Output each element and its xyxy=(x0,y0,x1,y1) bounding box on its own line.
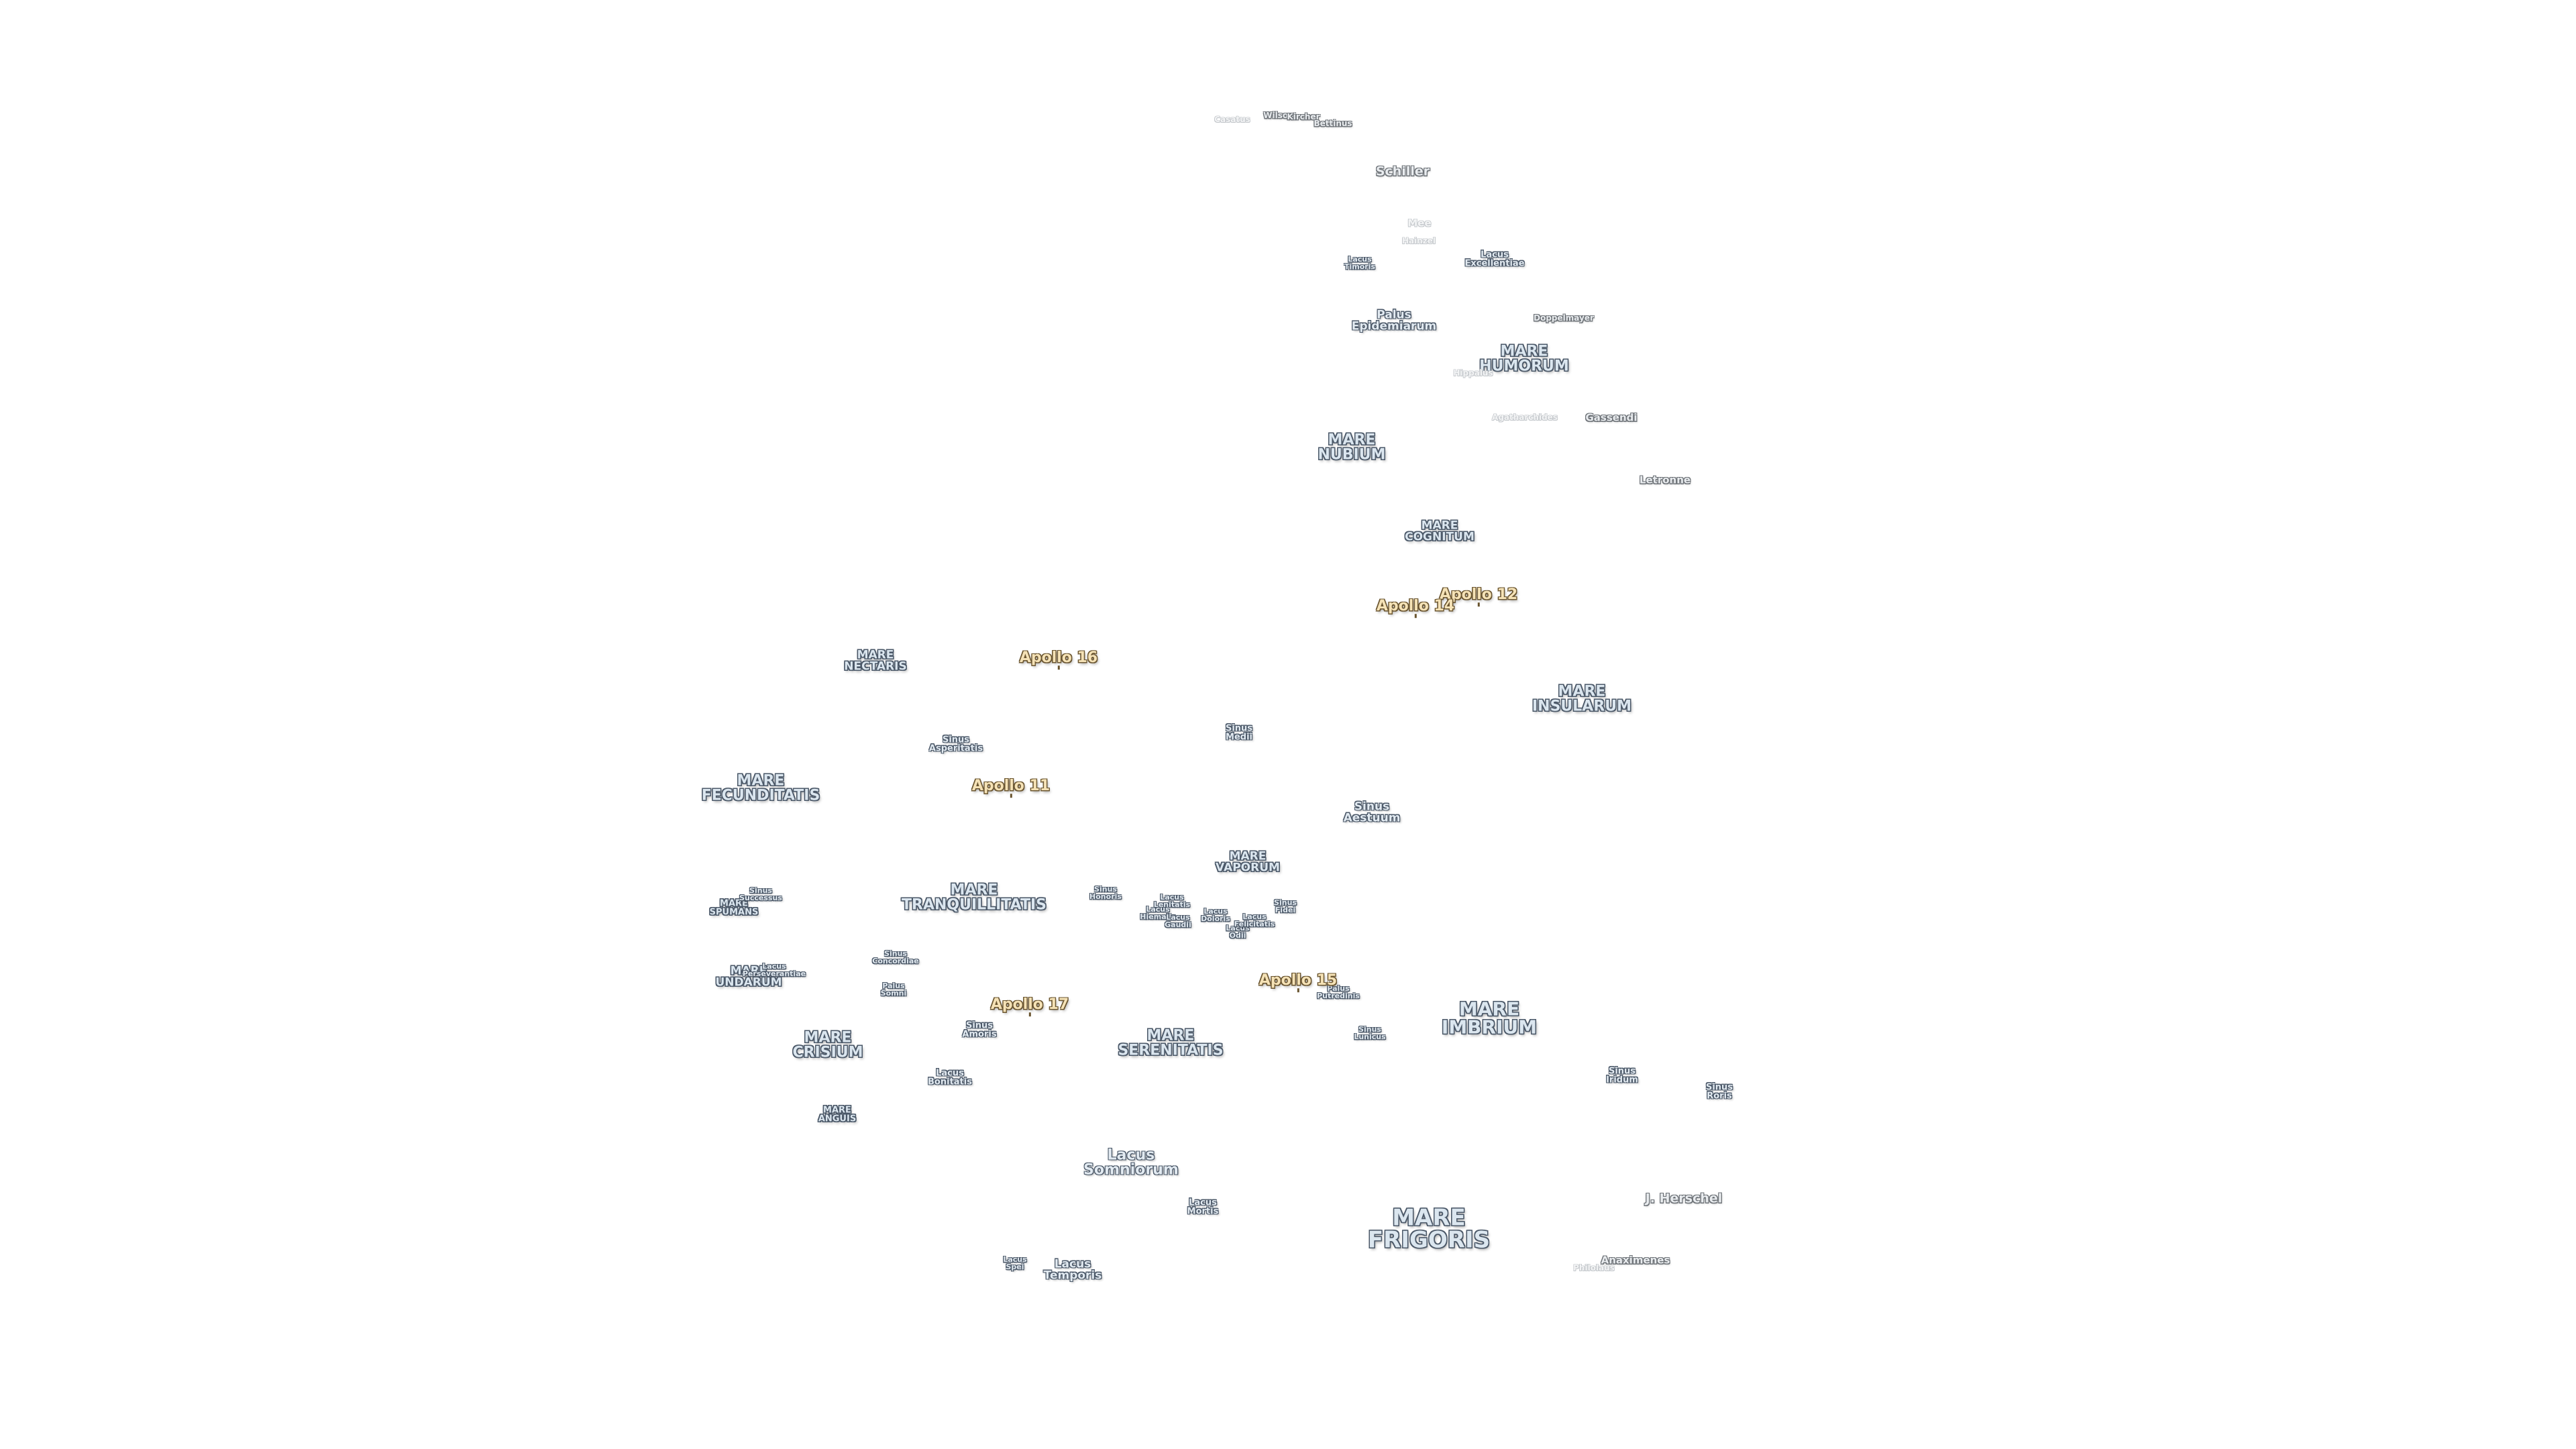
letronne-crater-label[interactable]: Letronne xyxy=(1639,474,1691,486)
apollo-12-site-label[interactable]: Apollo 12 xyxy=(1439,586,1518,606)
schiller-crater-label[interactable]: Schiller xyxy=(1375,164,1430,179)
gassendi-crater-label[interactable]: Gassendi xyxy=(1585,411,1638,424)
mare-cognitum-label[interactable]: MARE COGNITUM xyxy=(1405,519,1474,543)
mare-nubium-label[interactable]: MARE NUBIUM xyxy=(1318,431,1386,463)
sinus-roris-label[interactable]: Sinus Roris xyxy=(1705,1082,1733,1101)
sinus-concordiae-label[interactable]: Sinus Concordiae xyxy=(872,949,919,965)
mare-imbrium-label[interactable]: MARE IMBRIUM xyxy=(1441,998,1538,1038)
sinus-aestuum-label[interactable]: Sinus Aestuum xyxy=(1343,800,1401,824)
hainzel-crater-label[interactable]: Hainzel xyxy=(1401,236,1436,246)
sinus-successus-label[interactable]: Sinus Successus xyxy=(739,886,782,902)
lacus-lenitatis-label[interactable]: Lacus Lenitatis xyxy=(1153,893,1191,909)
lacus-mortis-label[interactable]: Lacus Mortis xyxy=(1187,1197,1219,1216)
lacus-doloris-label[interactable]: Lacus Doloris xyxy=(1201,907,1230,923)
palus-epidemiarum-label[interactable]: Palus Epidemiarum xyxy=(1351,308,1437,333)
mare-nectaris-label[interactable]: MARE NECTARIS xyxy=(844,648,907,673)
lacus-excellentiae-label[interactable]: Lacus Excellentiae xyxy=(1464,250,1525,268)
lacus-spei-label[interactable]: Lacus Spei xyxy=(1003,1255,1027,1271)
lacus-bonitatis-label[interactable]: Lacus Bonitatis xyxy=(928,1068,972,1087)
sinus-honoris-label[interactable]: Sinus Honoris xyxy=(1089,885,1122,901)
apollo-16-site-label[interactable]: Apollo 16 xyxy=(1019,649,1098,669)
mee-crater-label[interactable]: Mee xyxy=(1407,217,1432,229)
lacus-somniorum-label[interactable]: Lacus Somniorum xyxy=(1083,1146,1179,1178)
mare-spumans-label[interactable]: MARE SPUMANS xyxy=(709,898,759,917)
agatharchides-crater-label[interactable]: Agatharchides xyxy=(1492,413,1558,423)
sinus-fidei-label[interactable]: Sinus Fidei xyxy=(1274,898,1297,914)
mare-tranquillitatis-label[interactable]: MARE TRANQUILLITATIS xyxy=(901,881,1047,913)
wilson-crater-label[interactable]: Wilson xyxy=(1263,111,1294,121)
lacus-timoris-label[interactable]: Lacus Timoris xyxy=(1344,255,1376,271)
mare-crisium-label[interactable]: MARE CRISIUM xyxy=(792,1029,863,1061)
lacus-gaudii-label[interactable]: Lacus Gaudii xyxy=(1165,913,1191,929)
mare-insularum-label[interactable]: MARE INSULARUM xyxy=(1532,683,1632,714)
casatus-crater-label[interactable]: Casatus xyxy=(1214,115,1250,125)
lacus-felicitatis-label[interactable]: Lacus Felicitatis xyxy=(1234,912,1275,928)
sinus-lunicus-label[interactable]: Sinus Lunicus xyxy=(1354,1025,1386,1041)
mare-frigoris-label[interactable]: MARE FRIGORIS xyxy=(1367,1204,1491,1254)
doppelmayer-crater-label[interactable]: Doppelmayer xyxy=(1534,313,1594,323)
mare-fecunditatis-label[interactable]: MARE FECUNDITATIS xyxy=(701,772,820,804)
lacus-perseverantiae-label[interactable]: Lacus Perseverantiae xyxy=(742,962,806,978)
lacus-hiemalis-label[interactable]: Lacus Hiemalis xyxy=(1140,905,1176,921)
palus-putredinis-label[interactable]: Palus Putredinis xyxy=(1317,984,1360,1000)
lacus-temporis-label[interactable]: Lacus Temporis xyxy=(1043,1257,1102,1282)
sinus-medii-label[interactable]: Sinus Medii xyxy=(1225,723,1253,742)
mare-humorum-label[interactable]: MARE HUMORUM xyxy=(1479,343,1569,374)
apollo-17-site-label[interactable]: Apollo 17 xyxy=(990,996,1069,1016)
apollo-14-site-label[interactable]: Apollo 14 xyxy=(1376,598,1455,618)
mare-vaporum-label[interactable]: MARE VAPORUM xyxy=(1216,849,1280,874)
mare-anguis-label[interactable]: MARE ANGUIS xyxy=(818,1105,857,1124)
sinus-asperitatis-label[interactable]: Sinus Asperitatis xyxy=(928,735,983,753)
lacus-odii-label[interactable]: Lacus Odii xyxy=(1226,924,1250,940)
bettinus-crater-label[interactable]: Bettinus xyxy=(1313,119,1352,129)
kircher-crater-label[interactable]: Kircher xyxy=(1287,112,1320,122)
mare-undarum-label[interactable]: MARE UNDARUM xyxy=(715,964,782,989)
apollo-11-site-label[interactable]: Apollo 11 xyxy=(971,777,1051,798)
philolaus-crater-label[interactable]: Philolaus xyxy=(1573,1263,1615,1273)
palus-somni-label[interactable]: Palus Somni xyxy=(880,981,907,998)
j-herschel-crater-label[interactable]: J. Herschel xyxy=(1645,1191,1723,1206)
sinus-iridum-label[interactable]: Sinus Iridum xyxy=(1606,1066,1638,1085)
mare-serenitatis-label[interactable]: MARE SERENITATIS xyxy=(1118,1027,1224,1059)
anaximenes-crater-label[interactable]: Anaximenes xyxy=(1601,1254,1670,1267)
apollo-15-site-label[interactable]: Apollo 15 xyxy=(1258,972,1338,992)
hippalus-crater-label[interactable]: Hippalus xyxy=(1453,368,1493,378)
sinus-amoris-label[interactable]: Sinus Amoris xyxy=(962,1020,997,1039)
